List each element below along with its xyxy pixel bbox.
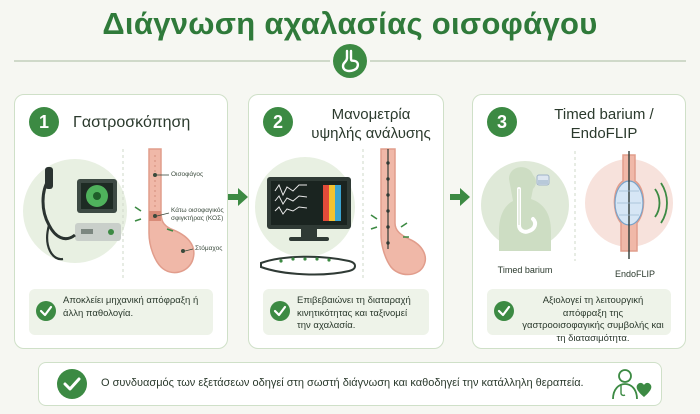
timed-barium-illustration <box>481 161 569 251</box>
step-note-3: Αξιολογεί τη λειτουργική απόφραξη της γα… <box>487 289 671 344</box>
esophagus-catheter-diagram <box>362 148 427 279</box>
step-note-1: Αποκλείει μηχανική απόφραξη ή άλλη παθολ… <box>29 289 213 335</box>
stomach-badge <box>333 44 367 78</box>
step-number-3: 3 <box>487 107 517 137</box>
endoscope-illustration <box>23 159 127 263</box>
check-icon <box>270 301 290 321</box>
step-number-2: 2 <box>263 107 293 137</box>
step-card-1: 1 Γαστροσκόπηση Οισοφάγος Κάτω οισοφαγικ… <box>14 94 228 349</box>
page-title: Διάγνωση αχαλασίας οισοφάγου <box>102 6 598 41</box>
label-stomach: Στόμαχος <box>195 245 223 252</box>
manometry-monitor-illustration <box>255 157 356 276</box>
step-title-1: Γαστροσκόπηση <box>73 114 191 131</box>
endoflip-illustration <box>574 151 673 261</box>
label-endoflip: EndoFLIP <box>614 269 656 279</box>
esophagus-stomach-diagram <box>122 148 195 279</box>
step-number-1: 1 <box>29 107 59 137</box>
label-timed-barium: Timed barium <box>497 265 553 275</box>
arrow-right-icon <box>228 188 248 206</box>
step-note-2: Επιβεβαιώνει τη διαταραχή κινητικότητας … <box>263 289 429 335</box>
title-divider-right <box>370 60 686 62</box>
doctor-heart-icon <box>612 369 652 400</box>
check-icon <box>36 301 56 321</box>
label-esophagus: Οισοφάγος <box>171 171 204 178</box>
stomach-icon <box>341 49 360 73</box>
check-icon <box>494 301 514 321</box>
label-les: Κάτω οισοφαγικός σφιγκτήρας (ΚΟΣ) <box>171 207 224 222</box>
step-card-3: 3 Timed barium / EndoFLIP Timed barium E… <box>472 94 686 349</box>
check-icon <box>57 369 87 399</box>
footer-summary: Ο συνδυασμός των εξετάσεων οδηγεί στη σω… <box>38 362 662 406</box>
title-divider-left <box>14 60 330 62</box>
arrow-right-icon <box>450 188 470 206</box>
step-card-2: 2 Μανομετρία υψηλής ανάλυσης Επιβεβαιώνε… <box>248 94 444 349</box>
footer-text: Ο συνδυασμός των εξετάσεων οδηγεί στη σω… <box>101 377 584 389</box>
step-title-2: Μανομετρία υψηλής ανάλυσης <box>311 106 431 142</box>
step-title-3: Timed barium / EndoFLIP <box>554 106 654 142</box>
